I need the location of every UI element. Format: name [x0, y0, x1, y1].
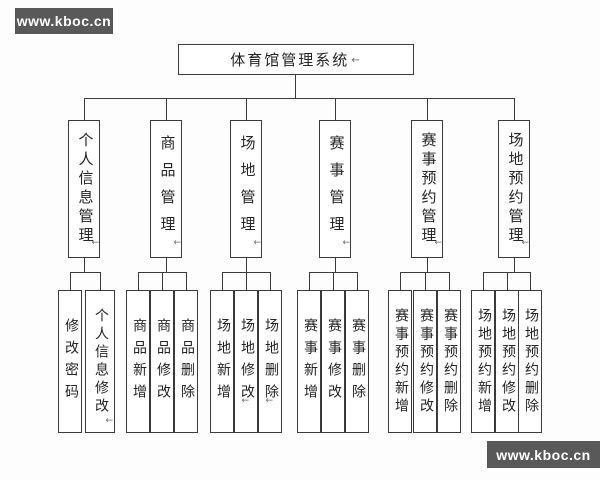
paragraph-mark-icon: ←: [91, 238, 99, 248]
leaf-node-event-reservation-add: 赛事预约新增: [388, 290, 412, 433]
connector-line: [427, 98, 428, 120]
connector-line: [70, 272, 71, 290]
leaf-node-venue-reservation-edit: 场地预约修改: [495, 290, 519, 433]
leaf-node-label: 场地新增: [215, 317, 230, 406]
leaf-node-product-delete: 商品删除: [174, 290, 198, 433]
leaf-node-label: 个人信息修改: [93, 307, 108, 416]
leaf-node-event-reservation-delete: 赛事预约删除: [437, 290, 461, 433]
connector-line: [138, 272, 139, 290]
branch-node-label: 商品管理: [158, 135, 175, 243]
branch-node-product-management: 商品管理 ←: [150, 120, 182, 258]
connector-line: [333, 272, 334, 290]
leaf-node-product-add: 商品新增: [126, 290, 150, 433]
leaf-node-label: 场地预约修改: [500, 307, 515, 416]
connector-line: [530, 272, 531, 290]
root-node-label: 体育馆管理系统: [230, 53, 350, 69]
branch-node-venue-management: 场地管理 ←: [230, 120, 262, 258]
leaf-node-event-delete: 赛事删除: [345, 290, 369, 433]
paragraph-mark-icon: ←: [173, 238, 181, 248]
leaf-node-personal-info-edit: 个人信息修改 ←: [85, 290, 115, 433]
connector-line: [295, 75, 296, 98]
leaf-node-label: 场地预约删除: [523, 307, 538, 416]
connector-line: [400, 272, 401, 290]
paragraph-mark-icon: ←: [253, 238, 261, 248]
branch-node-personal-info-management: 个人信息管理 ←: [68, 120, 100, 258]
leaf-node-label: 赛事新增: [302, 317, 317, 406]
connector-line: [70, 272, 100, 273]
root-node: 体育馆管理系统←: [178, 44, 414, 75]
branch-node-event-reservation-management: 赛事预约管理 ←: [411, 120, 443, 258]
paragraph-mark-icon: ←: [265, 396, 273, 406]
connector-line: [162, 272, 163, 290]
leaf-node-event-reservation-edit: 赛事预约修改: [413, 290, 437, 433]
watermark-top-left: www.kboc.cn: [15, 8, 113, 34]
leaf-node-label: 商品修改: [155, 317, 170, 406]
connector-line: [335, 98, 336, 120]
leaf-node-change-password: 修改密码: [58, 290, 82, 433]
leaf-node-venue-delete: 场地删除 ←: [258, 290, 282, 433]
leaf-node-label: 赛事删除: [350, 317, 365, 406]
leaf-node-event-add: 赛事新增: [297, 290, 321, 433]
leaf-node-venue-edit: 场地修改 ←: [234, 290, 258, 433]
connector-line: [84, 98, 85, 120]
leaf-node-label: 赛事修改: [326, 317, 341, 406]
connector-line: [449, 272, 450, 290]
connector-line: [425, 272, 426, 290]
paragraph-mark-icon: ←: [105, 416, 113, 426]
connector-line: [514, 98, 515, 120]
leaf-node-event-edit: 赛事修改: [321, 290, 345, 433]
branch-node-label: 赛事管理: [327, 135, 344, 243]
connector-line: [166, 98, 167, 120]
connector-line: [246, 258, 247, 272]
connector-line: [246, 272, 247, 290]
connector-line: [335, 258, 336, 272]
connector-line: [357, 272, 358, 290]
connector-line: [100, 272, 101, 290]
leaf-node-label: 场地预约新增: [476, 307, 491, 416]
branch-node-label: 场地预约管理: [506, 132, 523, 246]
connector-line: [270, 272, 271, 290]
connector-line: [507, 272, 508, 290]
watermark-bottom-right: www.kboc.cn: [487, 441, 600, 468]
leaf-node-label: 商品删除: [179, 317, 194, 406]
branch-node-label: 个人信息管理: [76, 132, 93, 246]
connector-line: [84, 98, 514, 99]
paragraph-mark-icon: ←: [342, 238, 350, 248]
leaf-node-label: 赛事预约删除: [442, 307, 457, 416]
branch-node-event-management: 赛事管理 ←: [319, 120, 351, 258]
leaf-node-label: 场地修改: [239, 317, 254, 406]
paragraph-mark-icon: ←: [521, 238, 529, 248]
leaf-node-label: 赛事预约新增: [393, 307, 408, 416]
paragraph-mark-icon: ←: [241, 396, 249, 406]
connector-line: [186, 272, 187, 290]
connector-line: [222, 272, 223, 290]
branch-node-venue-reservation-management: 场地预约管理 ←: [498, 120, 530, 258]
connector-line: [483, 272, 530, 273]
branch-node-label: 赛事预约管理: [419, 132, 436, 246]
leaf-node-label: 商品新增: [131, 317, 146, 406]
connector-line: [309, 272, 310, 290]
branch-node-label: 场地管理: [238, 135, 255, 243]
leaf-node-label: 场地删除: [263, 317, 278, 406]
connector-line: [84, 258, 85, 272]
paragraph-mark-icon: ←: [351, 54, 362, 66]
connector-line: [427, 258, 428, 272]
connector-line: [514, 258, 515, 272]
connector-line: [483, 272, 484, 290]
leaf-node-label: 赛事预约修改: [418, 307, 433, 416]
connector-line: [166, 258, 167, 272]
connector-line: [246, 98, 247, 120]
leaf-node-venue-reservation-delete: 场地预约删除: [518, 290, 542, 433]
leaf-node-product-edit: 商品修改: [150, 290, 174, 433]
leaf-node-label: 修改密码: [63, 317, 78, 406]
leaf-node-venue-add: 场地新增: [210, 290, 234, 433]
leaf-node-venue-reservation-add: 场地预约新增: [471, 290, 495, 433]
connector-line: [400, 272, 449, 273]
paragraph-mark-icon: ←: [434, 238, 442, 248]
